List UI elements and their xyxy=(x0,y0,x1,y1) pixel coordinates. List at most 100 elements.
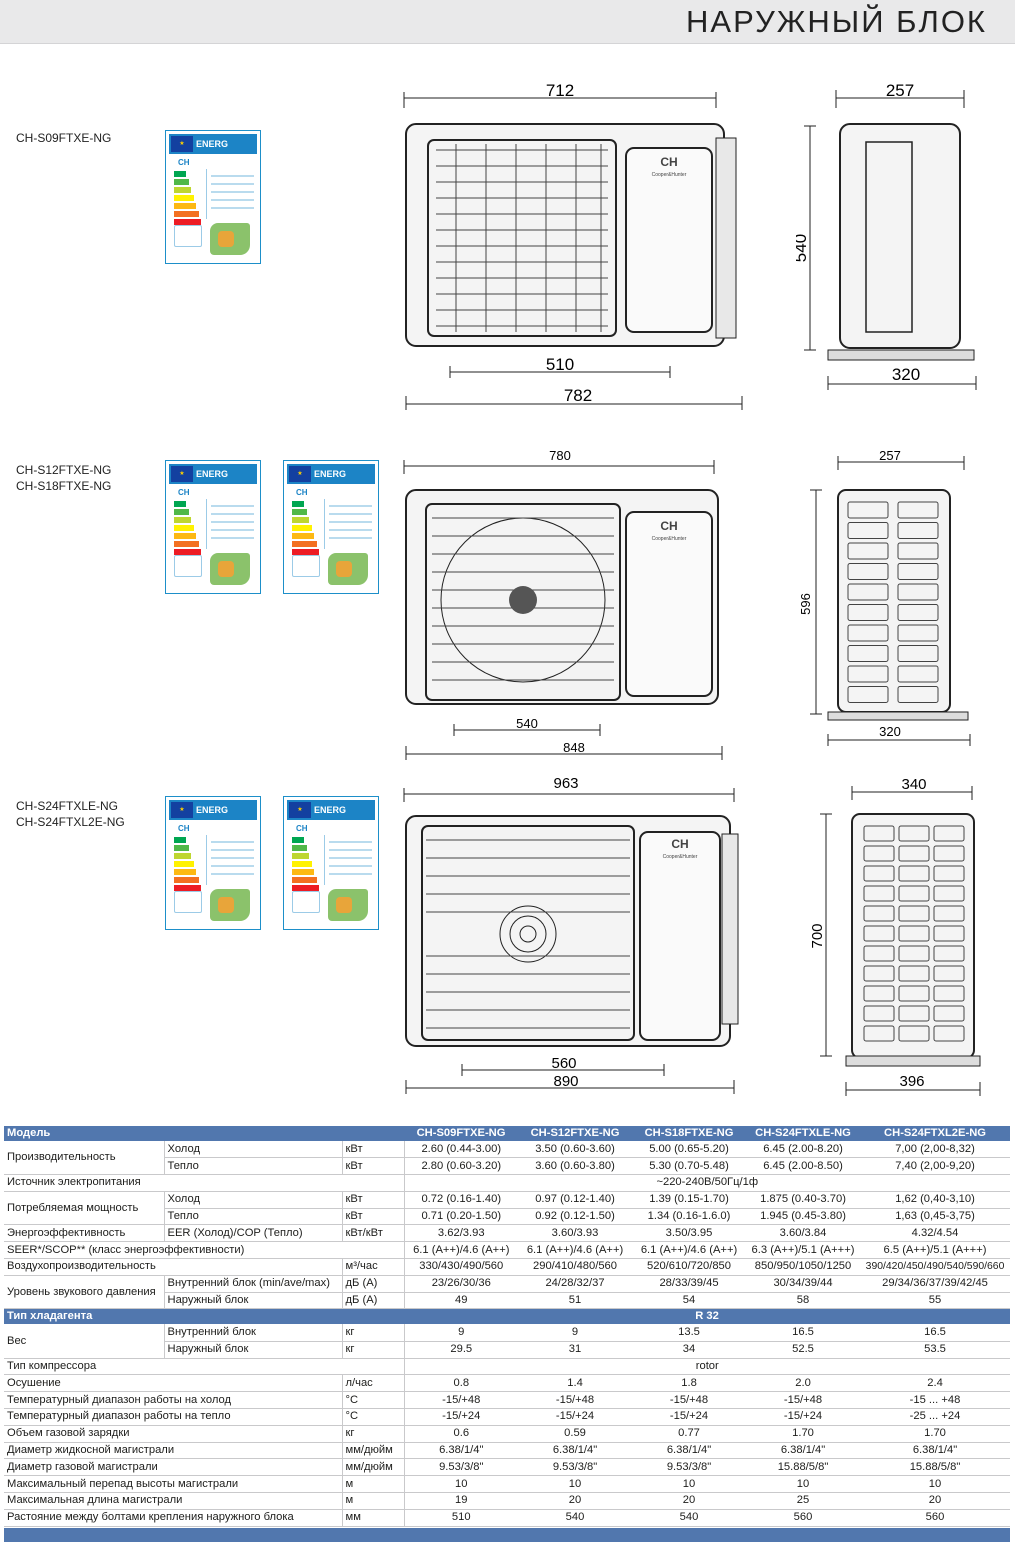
table-cell: 54 xyxy=(632,1292,747,1310)
row-label: Температурный диапазон работы на тепло xyxy=(4,1408,342,1426)
table-cell: 15.88/5/8" xyxy=(746,1458,861,1477)
dim-bolt: 540 xyxy=(516,716,538,731)
table-cell: 330/430/490/560 xyxy=(403,1258,519,1276)
table-cell: 58 xyxy=(746,1292,861,1310)
energy-label-values xyxy=(324,835,376,885)
model-label-group-2: CH-S12FTXE-NG CH-S18FTXE-NG xyxy=(16,462,111,494)
climate-zone-icon xyxy=(218,561,234,577)
table-row: Наружный блок дБ (А) 49 51 54 58 55 xyxy=(4,1292,1011,1310)
energy-class-scale xyxy=(174,171,202,227)
table-cell: 3.50/3.95 xyxy=(632,1224,747,1243)
table-cell: 52.5 xyxy=(746,1341,861,1359)
row-unit: мм xyxy=(341,1509,405,1527)
table-refrigerant-row: Тип хладагента R 32 xyxy=(4,1308,1011,1325)
dim-base-depth: 396 xyxy=(899,1073,924,1090)
vent-slot xyxy=(898,1025,930,1042)
table-cell: 10 xyxy=(746,1475,861,1493)
model-name: CH-S24FTXLE-NG xyxy=(16,799,119,813)
energy-class-scale xyxy=(174,837,202,893)
unit-2-front-drawing: 780 540 848 CH Cooper&Hunter xyxy=(403,448,723,760)
table-row: Температурный диапазон работы на холод°С… xyxy=(4,1391,1011,1409)
table-cell: 6.1 (A++)/4.6 (A++) xyxy=(518,1241,633,1260)
table-cell: 1,63 (0,45-3,75) xyxy=(860,1208,1011,1226)
dim-base-depth: 320 xyxy=(892,365,920,384)
energy-label-header-text: ENERG xyxy=(196,805,229,815)
dim-height: 596 xyxy=(800,593,813,615)
eu-flag-icon: ★ xyxy=(171,802,193,818)
row-sublabel: Наружный блок xyxy=(163,1292,342,1310)
table-cell: -15/+24 xyxy=(518,1408,633,1426)
energy-class-scale xyxy=(174,501,202,557)
table-cell: 4.32/4.54 xyxy=(860,1224,1011,1243)
table-cell: 1.70 xyxy=(746,1425,861,1443)
model-label-group-1: CH-S09FTXE-NG xyxy=(16,130,111,146)
vent-slot xyxy=(897,501,939,519)
energy-label-header: ★ENERG xyxy=(169,464,257,484)
row-label: Диаметр газовой магистрали xyxy=(4,1458,342,1477)
table-cell: 6.38/1/4" xyxy=(746,1442,861,1460)
table-cell: 9 xyxy=(518,1324,633,1342)
table-cell: 1,62 (0,40-3,10) xyxy=(860,1191,1011,1209)
sound-icon xyxy=(174,225,202,247)
page-title: НАРУЖНЫЙ БЛОК xyxy=(686,4,987,39)
table-cell: 51 xyxy=(518,1292,633,1310)
row-unit: дБ (А) xyxy=(341,1275,405,1293)
table-cell: 3.60 (0.60-3.80) xyxy=(518,1157,633,1176)
row-unit: м³/час xyxy=(341,1258,405,1276)
table-row: Уровень звукового давления Внутренний бл… xyxy=(4,1275,1011,1310)
energy-label-header-text: ENERG xyxy=(314,805,347,815)
table-row: Тепло кВт 0.71 (0.20-1.50) 0.92 (0.12-1.… xyxy=(4,1208,1011,1226)
dim-height: 700 xyxy=(809,923,826,948)
table-cell: 19 xyxy=(403,1492,519,1510)
vent-slot xyxy=(863,905,895,922)
dim-depth: 257 xyxy=(886,81,914,100)
table-cell: 10 xyxy=(518,1475,633,1493)
vent-slot xyxy=(898,1005,930,1022)
table-row: Вес Внутренний блок кг 9 9 13.5 16.5 16.… xyxy=(4,1324,1011,1359)
row-unit: кВт xyxy=(341,1208,405,1226)
row-label: Вес xyxy=(4,1324,164,1359)
table-cell: ~220-240В/50Гц/1ф xyxy=(403,1174,1011,1192)
table-cell: 9.53/3/8" xyxy=(403,1458,519,1477)
header-cell: CH-S24FTXLE-NG xyxy=(746,1126,861,1141)
dim-height: 540 xyxy=(796,234,810,262)
table-cell: 16.5 xyxy=(746,1324,861,1342)
eu-flag-icon: ★ xyxy=(171,136,193,152)
energy-label-header: ★ENERG xyxy=(287,464,375,484)
row-unit: м xyxy=(341,1492,405,1510)
energy-label-values xyxy=(206,169,258,219)
table-cell: 6.1 (A++)/4.6 (A++) xyxy=(403,1241,519,1260)
vent-slot xyxy=(847,645,889,662)
vent-slot xyxy=(847,563,889,580)
header-cell: CH-S24FTXL2E-NG xyxy=(860,1126,1011,1141)
energy-label-header: ★ENERG xyxy=(169,800,257,820)
row-label: Осушение xyxy=(4,1374,342,1393)
table-cell: 7,40 (2,00-9,20) xyxy=(860,1157,1011,1176)
table-cell: R 32 xyxy=(404,1308,1011,1325)
table-cell: 55 xyxy=(860,1292,1011,1310)
device-logo: CH xyxy=(660,155,677,169)
vent-slot xyxy=(863,945,895,962)
table-cell: 0.59 xyxy=(518,1425,633,1443)
table-cell: 31 xyxy=(518,1341,633,1359)
table-cell: 6.45 (2.00-8.50) xyxy=(746,1157,861,1176)
table-cell: 10 xyxy=(860,1475,1011,1493)
table-cell: 560 xyxy=(746,1509,861,1527)
sound-icon xyxy=(174,555,202,577)
row-sublabel: Наружный блок xyxy=(163,1341,342,1359)
vent-slot xyxy=(847,542,889,560)
vent-slot xyxy=(847,686,889,703)
energy-label-logo: CH xyxy=(296,824,308,833)
vent-slot xyxy=(863,1005,895,1022)
row-label: Диаметр жидкосной магистрали xyxy=(4,1442,342,1460)
vent-slot xyxy=(933,945,965,962)
vent-slot xyxy=(897,624,939,642)
table-cell: 2.60 (0.44-3.00) xyxy=(403,1141,519,1159)
table-cell: 5.00 (0.65-5.20) xyxy=(632,1141,747,1159)
row-sublabel: Тепло xyxy=(163,1157,342,1176)
table-cell: 28/33/39/45 xyxy=(632,1275,747,1293)
vent-slot xyxy=(863,865,895,882)
